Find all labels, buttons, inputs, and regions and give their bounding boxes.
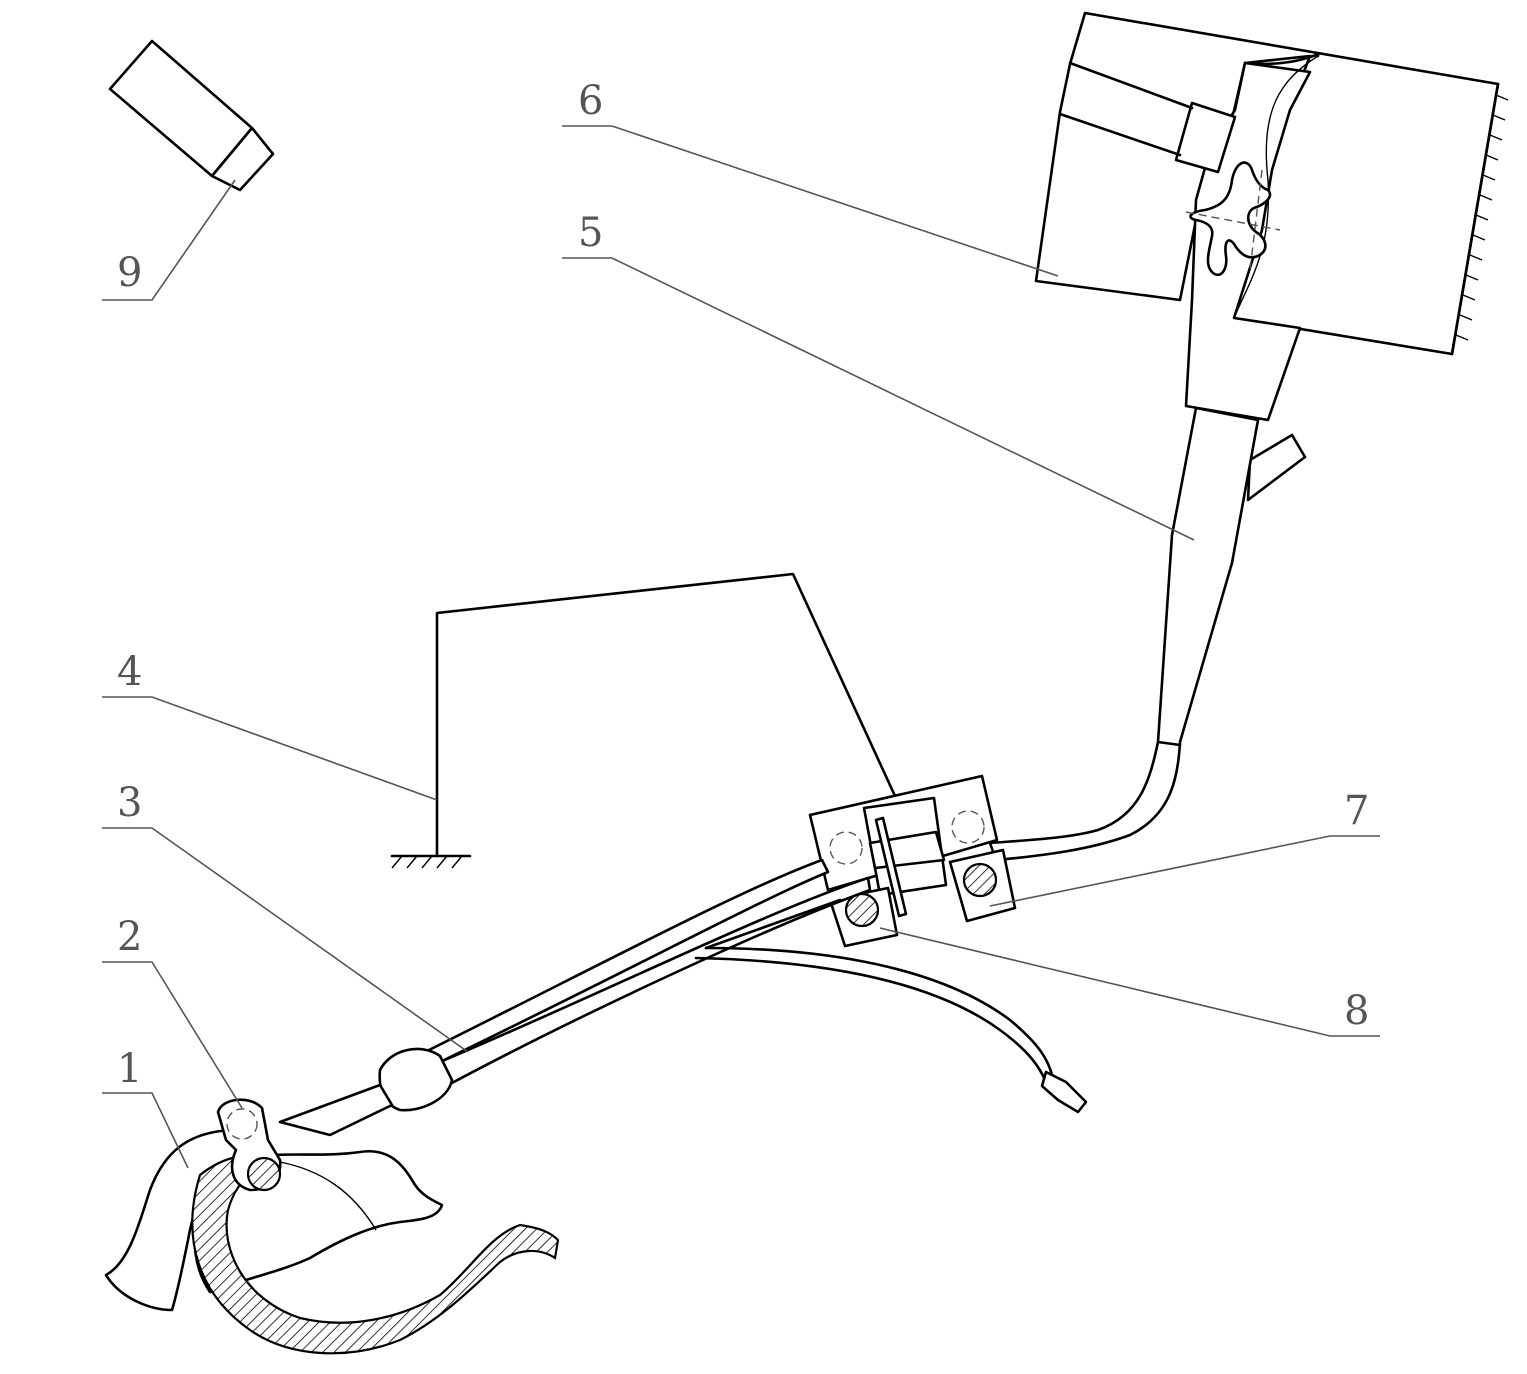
leader-5	[562, 258, 1194, 540]
callout-3: 3	[117, 780, 142, 826]
callout-2: 2	[117, 914, 142, 960]
leader-6	[562, 126, 1058, 276]
callout-9: 9	[117, 250, 142, 296]
clamp-assembly	[810, 776, 1015, 946]
callout-5: 5	[578, 210, 603, 256]
callout-1: 1	[117, 1046, 142, 1092]
callout-8: 8	[1344, 988, 1369, 1034]
leader-8	[880, 928, 1380, 1036]
camera-unit	[110, 41, 273, 190]
upper-bracket	[1036, 13, 1508, 500]
callout-6: 6	[578, 78, 603, 124]
descending-tube	[990, 408, 1258, 860]
leader-4	[102, 697, 437, 800]
callout-4: 4	[117, 649, 142, 695]
callout-7: 7	[1344, 788, 1369, 834]
